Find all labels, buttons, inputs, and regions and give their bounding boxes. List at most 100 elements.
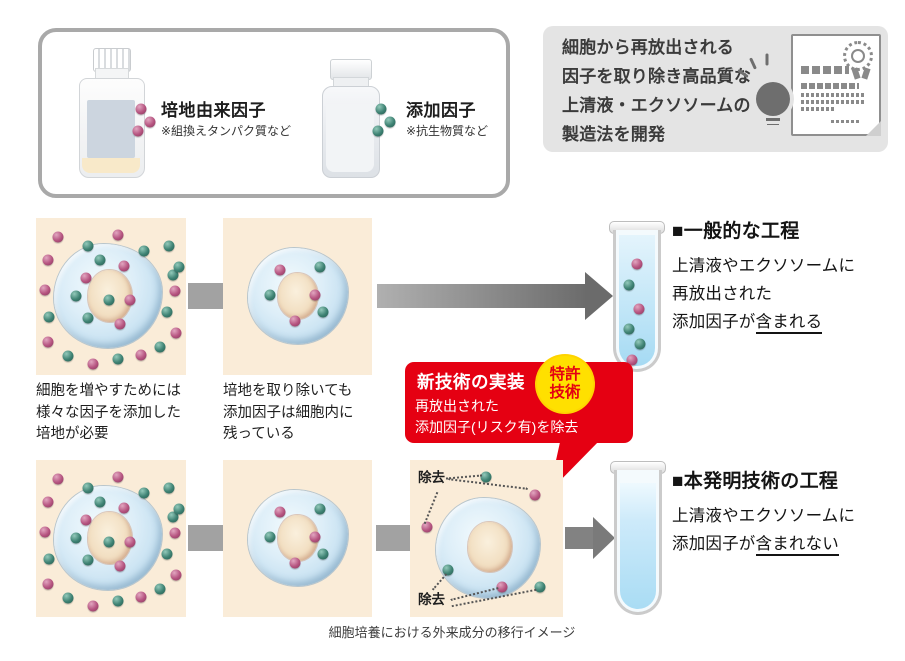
bottle-liquid xyxy=(82,158,140,173)
process-arrow-head xyxy=(585,272,613,320)
panel-culture-with-factors-2 xyxy=(36,460,186,617)
additive-factor-label: 添加因子 xyxy=(406,101,476,120)
new-tech-callout: 新技術の実装 再放出された 添加因子(リスク有)を除去 xyxy=(405,362,633,443)
patent-certificate-icon xyxy=(791,34,881,136)
factor-dot xyxy=(135,349,147,361)
factor-dot xyxy=(42,578,54,590)
factor-dot xyxy=(43,311,55,323)
panel-culture-with-factors xyxy=(36,218,186,375)
factor-dot xyxy=(161,306,173,318)
general-process-line1: 上清液やエクソソームに xyxy=(672,257,856,275)
factor-dot xyxy=(623,323,635,335)
general-process-body: 上清液やエクソソームに 再放出された 添加因子が含まれる xyxy=(672,252,855,336)
factor-dot xyxy=(144,116,156,128)
factor-dot xyxy=(62,592,74,604)
factor-dot xyxy=(317,548,329,560)
factor-dot xyxy=(124,536,136,548)
factor-dot xyxy=(52,473,64,485)
cell-nucleus xyxy=(468,522,512,572)
patent-badge-line1: 特許 xyxy=(549,366,581,383)
panel-medium-removed-2 xyxy=(223,460,372,617)
invention-process-heading: ■本発明技術の工程 xyxy=(672,471,839,492)
factor-dot xyxy=(289,315,301,327)
development-highlight-panel: 細胞から再放出される 因子を取り除き高品質な 上清液・エクソソームの 製造法を開… xyxy=(543,26,888,152)
factor-dot xyxy=(42,336,54,348)
highlight-line-3: 上清液・エクソソームの xyxy=(562,96,751,115)
factor-dot xyxy=(309,289,321,301)
new-tech-line2: 添加因子(リスク有)を除去 xyxy=(415,419,579,435)
media-factor-dots xyxy=(42,32,506,194)
caption-culture: 細胞を増やすためには様々な因子を添加した培地が必要 xyxy=(36,383,181,442)
highlight-line-4: 製造法を開発 xyxy=(562,125,666,144)
factor-dot xyxy=(274,264,286,276)
process-arrow-head xyxy=(593,517,615,559)
factor-dot xyxy=(124,294,136,306)
lightbulb-icon xyxy=(756,82,790,116)
factor-dot xyxy=(94,254,106,266)
factor-dot xyxy=(118,502,130,514)
step-connector xyxy=(188,525,223,551)
factor-dot xyxy=(173,503,185,515)
factor-dot xyxy=(309,531,321,543)
factor-dot xyxy=(103,536,115,548)
factor-dot xyxy=(169,527,181,539)
factor-dots-layer xyxy=(410,460,563,617)
factor-dot xyxy=(274,506,286,518)
factor-dot xyxy=(62,350,74,362)
media-factor-note: ※組換えタンパク質など xyxy=(161,124,292,138)
factor-dot xyxy=(103,294,115,306)
general-process-line3: 添加因子が含まれる xyxy=(672,308,855,336)
factor-dots-layer xyxy=(36,460,186,617)
invention-process-body: 上清液やエクソソームに 添加因子が含まれない xyxy=(672,502,855,558)
factor-dot xyxy=(87,358,99,370)
additive-factor-note: ※抗生物質など xyxy=(406,124,489,138)
factor-dot xyxy=(623,279,635,291)
highlight-line-1: 細胞から再放出される xyxy=(562,38,734,57)
factor-dot xyxy=(480,471,492,483)
factor-dot xyxy=(167,511,179,523)
step-connector xyxy=(376,525,410,551)
factor-dot xyxy=(167,269,179,281)
factor-dot xyxy=(94,496,106,508)
factor-dot xyxy=(82,554,94,566)
caption-medium-removed: 培地を取り除いても添加因子は細胞内に残っている xyxy=(223,383,354,442)
factor-dot xyxy=(421,521,433,533)
new-tech-title: 新技術の実装 xyxy=(417,372,525,392)
process-arrow xyxy=(565,527,593,549)
additive-factor-dots xyxy=(42,32,506,194)
highlight-line-2: 因子を取り除き高品質な xyxy=(562,67,752,86)
panel-medium-removed xyxy=(223,218,372,375)
factor-dot xyxy=(170,569,182,581)
factor-dot xyxy=(87,600,99,612)
factor-dot xyxy=(112,229,124,241)
factor-dot xyxy=(112,471,124,483)
panel-factors-removed xyxy=(410,460,563,617)
bottle-label xyxy=(87,100,135,158)
factor-dot xyxy=(163,240,175,252)
factor-dot xyxy=(154,341,166,353)
factor-dot xyxy=(633,303,645,315)
step-connector xyxy=(188,283,223,309)
factor-dot xyxy=(314,503,326,515)
factor-dot xyxy=(317,306,329,318)
factor-dot xyxy=(634,338,646,350)
factor-dot xyxy=(82,482,94,494)
factor-dot xyxy=(384,116,396,128)
factor-dots-layer xyxy=(616,230,658,369)
factor-dot xyxy=(314,261,326,273)
factor-dot xyxy=(114,318,126,330)
factor-dot xyxy=(70,532,82,544)
factor-dot xyxy=(43,553,55,565)
factor-dot xyxy=(631,258,643,270)
legend-panel: 培地由来因子 ※組換えタンパク質など 添加因子 ※抗生物質など xyxy=(38,28,510,198)
factor-dot xyxy=(163,482,175,494)
factor-dot xyxy=(132,125,144,137)
idea-ray-icon xyxy=(765,53,769,66)
vial-fill xyxy=(326,104,374,172)
factor-dot xyxy=(80,272,92,284)
factor-dot xyxy=(39,284,51,296)
media-factor-label: 培地由来因子 xyxy=(161,101,266,120)
factor-dot xyxy=(80,514,92,526)
factor-dots-layer xyxy=(36,218,186,375)
factor-dot xyxy=(161,548,173,560)
